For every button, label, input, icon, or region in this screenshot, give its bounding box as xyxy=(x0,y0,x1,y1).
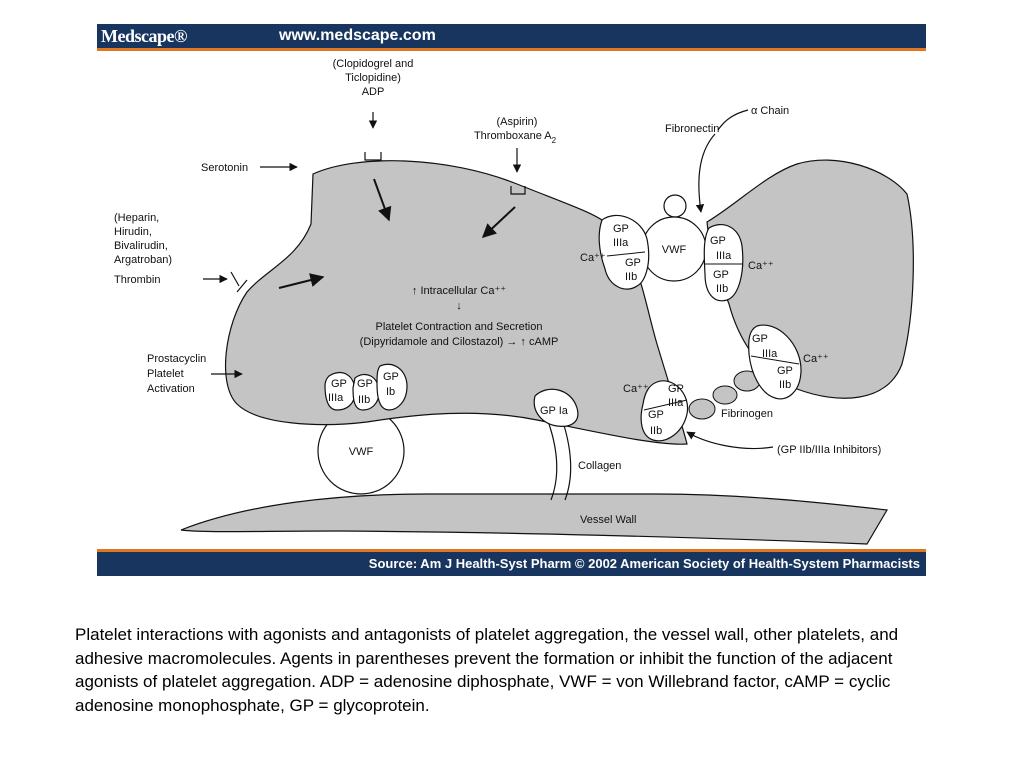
gp-label-5b: IIIa xyxy=(328,392,344,404)
thrombin-label-line-3: Bivalirudin, xyxy=(114,240,168,252)
gp-label-4a: GP xyxy=(668,383,684,395)
gp-label-6b: IIb xyxy=(358,394,370,406)
gp-label-3d: IIb xyxy=(779,379,791,391)
vessel-wall-shape xyxy=(180,493,888,545)
intracellular-ca-label: ↑ Intracellular Ca⁺⁺ xyxy=(412,285,506,297)
gp-receptor-right-lower xyxy=(748,324,802,400)
gp-label-4c: GP xyxy=(648,409,664,421)
fibrinogen-oval-1 xyxy=(688,398,716,420)
header-accent-line xyxy=(97,48,926,51)
gp-label-7a: GP xyxy=(383,371,399,383)
ca-label-right-bridge: Ca⁺⁺ xyxy=(748,260,774,272)
gp-label-2a: GP xyxy=(710,235,726,247)
thromboxane-label: Thromboxane A2 xyxy=(474,130,557,145)
collagen-label: Collagen xyxy=(578,460,621,472)
internal-arrow-2 xyxy=(481,206,516,238)
fibrinogen-label: Fibrinogen xyxy=(721,408,773,420)
gp-label-3b: IIIa xyxy=(762,348,778,360)
gp-label-2c: GP xyxy=(713,269,729,281)
gp-label-1b: IIIa xyxy=(613,237,629,249)
thrombin-label-line-2: Hirudin, xyxy=(114,226,152,238)
alpha-chain-label: α Chain xyxy=(751,105,789,117)
prostacyclin-label-line-2: Platelet xyxy=(147,368,184,380)
figure-panel: Medscape® www.medscape.com xyxy=(97,24,926,576)
gp-label-5a: GP xyxy=(331,378,347,390)
small-vwf-circle xyxy=(663,194,687,218)
adp-receptor xyxy=(364,152,382,161)
thrombin-label-line-5: Thrombin xyxy=(114,274,160,286)
vwf-bridge-label: VWF xyxy=(662,244,687,256)
gp-ia-label: GP Ia xyxy=(540,405,569,417)
ca-label-left-bridge: Ca⁺⁺ xyxy=(580,252,606,264)
dipyridamole-label: (Dipyridamole and Cilostazol) → ↑ cAMP xyxy=(360,336,559,348)
gp-ib-receptor-bottom xyxy=(376,363,408,411)
prostacyclin-label-line-3: Activation xyxy=(147,383,195,395)
gp-label-4d: IIb xyxy=(650,425,662,437)
ca-label-left-lower: Ca⁺⁺ xyxy=(623,383,649,395)
down-arrow-label: ↓ xyxy=(456,300,462,312)
gp-inhibitor-arrow xyxy=(686,431,774,450)
vessel-wall-label: Vessel Wall xyxy=(580,514,636,526)
collagen-strand xyxy=(548,421,572,501)
aspirin-label: (Aspirin) xyxy=(497,116,538,128)
medscape-logo: Medscape® xyxy=(101,26,187,46)
alpha-chain-leader xyxy=(717,109,749,131)
contraction-label: Platelet Contraction and Secretion xyxy=(376,321,543,333)
gp-label-1a: GP xyxy=(613,223,629,235)
prostacyclin-label-line-1: Prostacyclin xyxy=(147,353,206,365)
fibrinogen-oval-2 xyxy=(712,385,738,405)
gp-label-3a: GP xyxy=(752,333,768,345)
vwf-lower-label: VWF xyxy=(349,446,374,458)
footer-accent-line xyxy=(97,549,926,552)
adp-label-line-1: (Clopidogrel and xyxy=(333,58,414,70)
adp-label-line-2: Ticlopidine) xyxy=(345,72,401,84)
figure-caption: Platelet interactions with agonists and … xyxy=(75,625,899,715)
gp-label-2d: IIb xyxy=(716,283,728,295)
gp-label-1c: GP xyxy=(625,257,641,269)
gp-receptor-left-bridge xyxy=(598,214,650,290)
footer-bar: Source: Am J Health-Syst Pharm © 2002 Am… xyxy=(97,549,926,576)
fibronectin-arrow xyxy=(695,133,716,213)
gp-iiia-receptor-bottom xyxy=(324,371,356,411)
ca-label-right-lower: Ca⁺⁺ xyxy=(803,353,829,365)
adp-label-line-3: ADP xyxy=(362,86,385,98)
thromboxane-label-text: Thromboxane A xyxy=(474,130,552,142)
gp-iib-receptor-bottom xyxy=(352,373,380,411)
gp-label-4b: IIIa xyxy=(668,397,684,409)
fibronectin-label: Fibronectin xyxy=(665,123,719,135)
thrombin-label-line-1: (Heparin, xyxy=(114,212,159,224)
gp-label-2b: IIIa xyxy=(716,250,732,262)
thrombin-receptor xyxy=(230,271,248,293)
platelet-diagram: (Clopidogrel and Ticlopidine) ADP (Aspir… xyxy=(114,58,914,545)
gp-receptor-right-bridge xyxy=(703,224,744,302)
gp-label-3c: GP xyxy=(777,365,793,377)
gp-ia-receptor xyxy=(533,388,579,427)
source-credit: Source: Am J Health-Syst Pharm © 2002 Am… xyxy=(368,556,920,571)
thromboxane-receptor xyxy=(510,186,526,195)
internal-arrow-3 xyxy=(278,273,325,289)
thromboxane-subscript: 2 xyxy=(552,136,557,145)
gp-inhibitors-label: (GP IIb/IIIa Inhibitors) xyxy=(777,444,881,456)
site-url[interactable]: www.medscape.com xyxy=(279,27,436,44)
internal-arrow-1 xyxy=(373,178,392,222)
header-bar: Medscape® www.medscape.com xyxy=(97,24,926,51)
gp-receptor-left-lower xyxy=(640,380,689,442)
gp-label-1d: IIb xyxy=(625,271,637,283)
gp-label-6a: GP xyxy=(357,378,373,390)
serotonin-label: Serotonin xyxy=(201,162,248,174)
gp-label-7b: Ib xyxy=(386,386,395,398)
thrombin-label-line-4: Argatroban) xyxy=(114,254,172,266)
